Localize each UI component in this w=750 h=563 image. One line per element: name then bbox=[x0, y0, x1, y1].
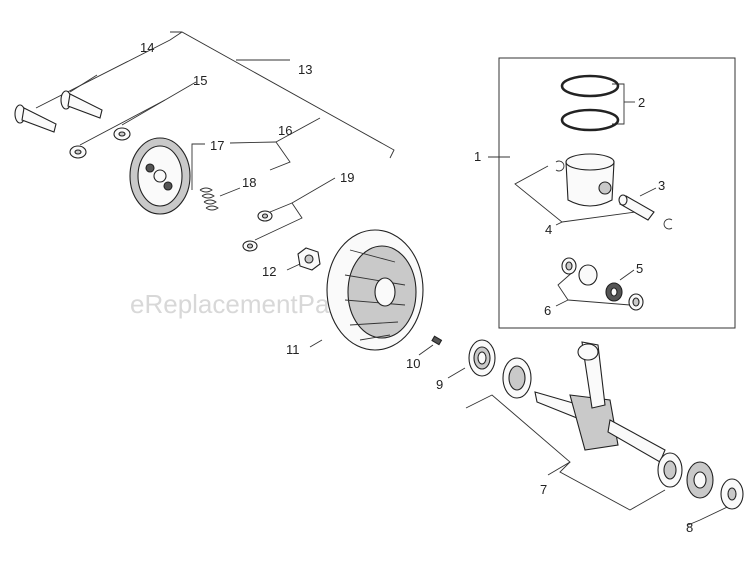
circlip-right[interactable] bbox=[663, 218, 673, 230]
callout-17: 17 bbox=[210, 138, 224, 153]
piston-ring-lower[interactable] bbox=[560, 108, 620, 132]
callout-3: 3 bbox=[658, 178, 665, 193]
callout-10: 10 bbox=[406, 356, 420, 371]
callout-16: 16 bbox=[278, 123, 292, 138]
clutch-bolt-left[interactable] bbox=[14, 104, 57, 133]
washer-19-lower[interactable] bbox=[242, 240, 258, 252]
piston-kit-box bbox=[498, 57, 736, 329]
circlip-left[interactable] bbox=[555, 160, 565, 172]
washer-19-upper[interactable] bbox=[257, 210, 273, 222]
callout-18: 18 bbox=[242, 175, 256, 190]
callout-13: 13 bbox=[298, 62, 312, 77]
callout-15: 15 bbox=[193, 73, 207, 88]
callout-5: 5 bbox=[636, 261, 643, 276]
callout-1: 1 bbox=[474, 149, 481, 164]
drive-gear[interactable] bbox=[686, 461, 714, 499]
callout-4: 4 bbox=[545, 222, 552, 237]
callout-2: 2 bbox=[638, 95, 645, 110]
callout-7: 7 bbox=[540, 482, 547, 497]
flywheel-nut[interactable] bbox=[297, 247, 321, 271]
piston-pin[interactable] bbox=[618, 194, 655, 221]
clutch-bolt-right[interactable] bbox=[60, 90, 103, 119]
callout-6: 6 bbox=[544, 303, 551, 318]
washer-upper[interactable] bbox=[113, 127, 131, 141]
piston-ring-upper[interactable] bbox=[560, 74, 620, 98]
clutch-assembly[interactable] bbox=[129, 137, 191, 215]
bearing-left[interactable] bbox=[468, 339, 496, 377]
flywheel[interactable] bbox=[326, 229, 424, 351]
callout-19: 19 bbox=[340, 170, 354, 185]
end-washer[interactable] bbox=[720, 478, 744, 510]
needle-washer-right[interactable] bbox=[628, 293, 644, 311]
clutch-spring[interactable] bbox=[199, 187, 219, 211]
piston[interactable] bbox=[565, 153, 615, 207]
needle-washer-left[interactable] bbox=[561, 257, 577, 275]
needle-bearing[interactable] bbox=[605, 282, 623, 302]
bearing-right[interactable] bbox=[657, 452, 683, 488]
callout-14: 14 bbox=[140, 40, 154, 55]
crankshaft[interactable] bbox=[502, 341, 666, 463]
callout-11: 11 bbox=[286, 342, 300, 357]
callout-12: 12 bbox=[262, 264, 276, 279]
needle-bearing-retainer[interactable] bbox=[578, 264, 598, 286]
washer-lower[interactable] bbox=[69, 145, 87, 159]
callout-labels: 14 13 15 16 17 18 19 12 11 10 9 7 8 1 2 … bbox=[140, 40, 693, 535]
callout-8: 8 bbox=[686, 520, 693, 535]
callout-9: 9 bbox=[436, 377, 443, 392]
woodruff-key[interactable] bbox=[431, 335, 443, 346]
